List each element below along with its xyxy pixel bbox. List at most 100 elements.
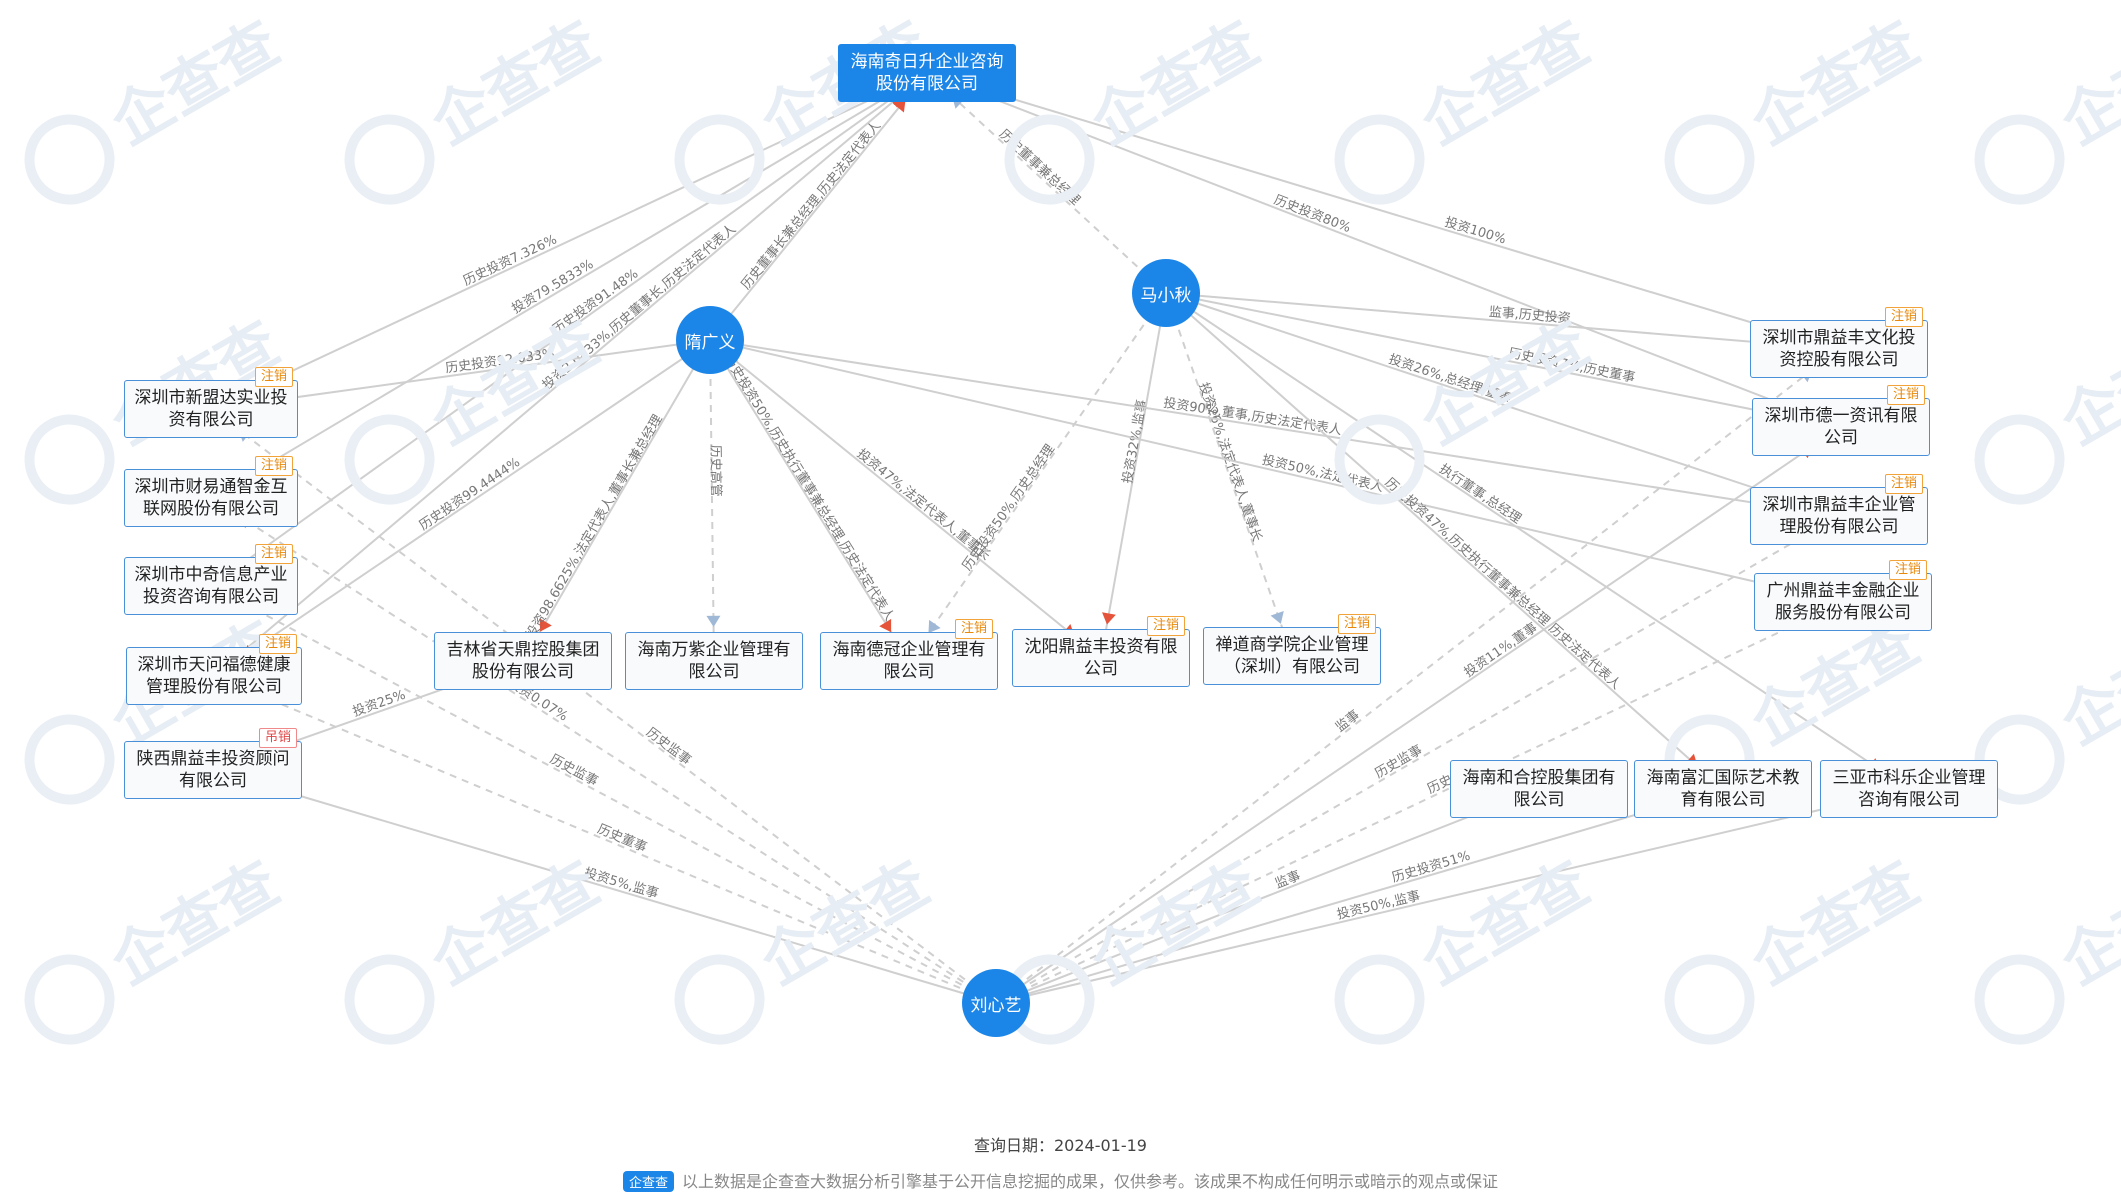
company-node[interactable]: 深圳市财易通智金互联网股份有限公司注销 <box>124 456 298 527</box>
edge-label: 历史董事兼总经理 <box>996 127 1083 208</box>
edge-arrow-icon <box>1102 612 1116 625</box>
company-node[interactable]: 深圳市天问福德健康管理股份有限公司注销 <box>126 634 302 705</box>
company-node[interactable]: 海南德冠企业管理有限公司注销 <box>820 619 998 690</box>
person-node[interactable]: 刘心艺 <box>962 969 1030 1037</box>
status-badge: 注销 <box>258 634 297 654</box>
company-node[interactable]: 沈阳鼎益丰投资有限公司注销 <box>1012 616 1190 687</box>
company-node-name: 陕西鼎益丰投资顾问有限公司 <box>136 749 290 791</box>
company-node[interactable]: 深圳市鼎益丰文化投资控股有限公司注销 <box>1750 307 1928 378</box>
edge-line <box>709 339 715 662</box>
status-badge: 注销 <box>254 456 293 476</box>
edge-label: 历史投资99.4444% <box>416 454 523 533</box>
edge-line <box>995 348 1840 1004</box>
person-node[interactable]: 隋广义 <box>676 306 744 374</box>
edge-label: 历史董事长兼总经理,历史法定代表人 <box>739 119 884 293</box>
edge-line <box>1100 292 1167 659</box>
company-node-name: 禅道商学院企业管理（深圳）有限公司 <box>1215 635 1369 677</box>
company-node-name: 海南和合控股集团有限公司 <box>1462 768 1616 810</box>
company-node[interactable]: 深圳市中奇信息产业投资咨询有限公司注销 <box>124 544 298 615</box>
company-node[interactable]: 海南和合控股集团有限公司 <box>1450 760 1628 818</box>
edge-label: 监事 <box>1333 708 1363 736</box>
status-badge: 注销 <box>1888 560 1927 580</box>
company-name: 海南奇日升企业咨询股份有限公司 <box>850 52 1004 94</box>
edge-label: 历史董事 <box>595 822 649 856</box>
company-node[interactable]: 禅道商学院企业管理（深圳）有限公司注销 <box>1203 614 1381 685</box>
edge-arrow-icon <box>893 99 906 113</box>
company-node[interactable]: 广州鼎益丰金融企业服务股份有限公司注销 <box>1754 560 1932 631</box>
company-node-name: 深圳市天问福德健康管理股份有限公司 <box>137 655 291 697</box>
edge-label: 历史监事 <box>547 752 600 790</box>
person-node[interactable]: 马小秋 <box>1132 259 1200 327</box>
status-badge: 注销 <box>254 544 293 564</box>
edge-line <box>995 426 1842 1004</box>
edge-line <box>210 72 928 410</box>
edge-arrow-icon <box>706 615 721 628</box>
target-company-node[interactable]: 海南奇日升企业咨询股份有限公司 <box>838 44 1016 102</box>
edge-line <box>213 72 928 677</box>
edge-line <box>212 769 997 1004</box>
edge-arrow-icon <box>928 619 941 634</box>
company-node-name: 深圳市中奇信息产业投资咨询有限公司 <box>134 565 288 607</box>
edge-line <box>213 339 711 677</box>
edge-line <box>1165 292 1840 517</box>
edge-line <box>995 515 1840 1004</box>
edge-line <box>709 339 1102 659</box>
status-badge: 注销 <box>1886 385 1925 405</box>
company-node-name: 深圳市财易通智金互联网股份有限公司 <box>134 477 288 519</box>
person-name: 刘心艺 <box>970 995 1022 1016</box>
edge-label: 历史高管 <box>707 445 724 497</box>
edge-line <box>1165 292 1910 790</box>
edge-line <box>908 292 1167 662</box>
edge-label: 投资100% <box>1443 214 1508 248</box>
edge-label: 投资98.6625%,法定代表人,董事长兼总经理 <box>523 412 666 642</box>
company-node[interactable]: 陕西鼎益丰投资顾问有限公司吊销 <box>124 728 302 799</box>
company-node-name: 海南德冠企业管理有限公司 <box>832 640 986 682</box>
edge-label: 历史投资50%,历史执行董事兼总经理,历史法定代表人 <box>720 352 897 624</box>
edge-label: 投资5%,监事 <box>582 865 660 902</box>
company-node[interactable]: 海南万紫企业管理有限公司 <box>625 632 803 690</box>
disclaimer: 企查查以上数据是企查查大数据分析引擎基于公开信息挖掘的成果，仅供参考。该成果不构… <box>0 1168 2121 1192</box>
company-node-name: 吉林省天鼎控股集团股份有限公司 <box>446 640 600 682</box>
company-node[interactable]: 深圳市鼎益丰企业管理股份有限公司注销 <box>1750 474 1928 545</box>
edge-line <box>926 72 1167 294</box>
status-badge: 吊销 <box>258 728 297 748</box>
company-node-name: 深圳市新盟达实业投资有限公司 <box>134 388 288 430</box>
query-date: 查询日期：2024-01-19 <box>974 1136 1147 1155</box>
edge-label: 历史投资7.326% <box>461 231 560 289</box>
company-node[interactable]: 海南富汇国际艺术教育有限公司 <box>1634 760 1812 818</box>
edge-line <box>995 601 1844 1004</box>
edge-line <box>1165 292 1840 350</box>
edge-line <box>210 497 997 1004</box>
company-node-name: 深圳市德一资讯有限公司 <box>1764 406 1918 448</box>
status-badge: 注销 <box>1884 474 1923 494</box>
edge-line <box>522 339 711 662</box>
company-node-name: 海南富汇国际艺术教育有限公司 <box>1646 768 1800 810</box>
edge-line <box>995 788 1910 1004</box>
edge-label: 历史投资50%,历史总经理 <box>959 441 1058 573</box>
edge-arrow-icon <box>539 618 552 632</box>
company-node[interactable]: 吉林省天鼎控股集团股份有限公司 <box>434 632 612 690</box>
edge-label: 投资11%,董事 <box>1461 620 1540 681</box>
edge-label: 监事,历史投资 <box>1488 304 1571 327</box>
edge-line <box>210 408 997 1004</box>
edge-label: 历史监事 <box>643 725 694 768</box>
company-node-name: 深圳市鼎益丰文化投资控股有限公司 <box>1762 328 1916 370</box>
edge-line <box>926 72 1840 350</box>
company-node[interactable]: 三亚市科乐企业管理咨询有限公司 <box>1820 760 1998 818</box>
edge-line <box>926 72 1842 428</box>
edge-line <box>1165 292 1842 428</box>
company-node-name: 深圳市鼎益丰企业管理股份有限公司 <box>1762 495 1916 537</box>
company-node[interactable]: 深圳市德一资讯有限公司注销 <box>1752 385 1930 456</box>
company-node-name: 海南万紫企业管理有限公司 <box>637 640 791 682</box>
edge-line <box>1165 292 1724 790</box>
status-badge: 注销 <box>954 619 993 639</box>
qcc-logo: 企查查 <box>622 1171 674 1192</box>
edge-label: 投资26%,总经理,董事 <box>1387 351 1514 407</box>
company-node-name: 三亚市科乐企业管理咨询有限公司 <box>1832 768 1986 810</box>
company-node[interactable]: 深圳市新盟达实业投资有限公司注销 <box>124 367 298 438</box>
disclaimer-text: 以上数据是企查查大数据分析引擎基于公开信息挖掘的成果，仅供参考。该成果不构成任何… <box>682 1172 1499 1191</box>
edge-line <box>210 72 928 499</box>
edge-line <box>213 675 997 1004</box>
